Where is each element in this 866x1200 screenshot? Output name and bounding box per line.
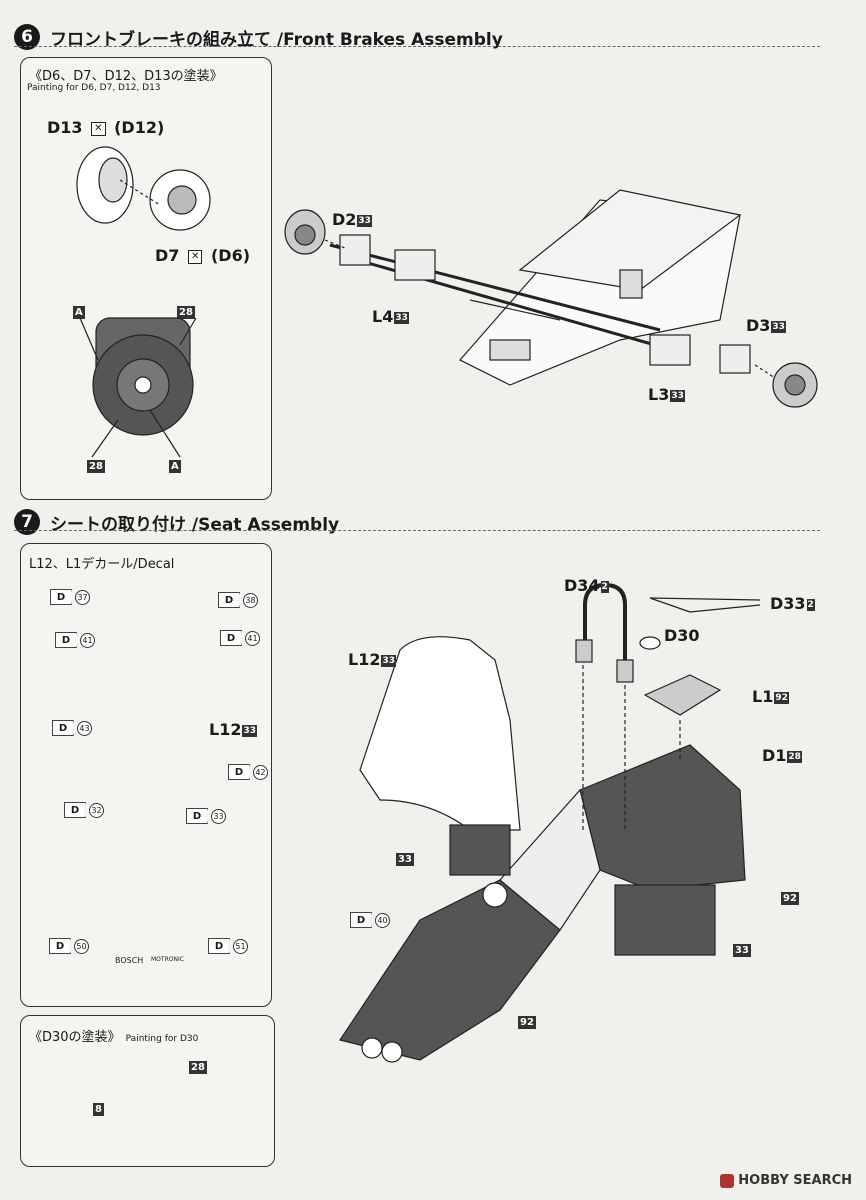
section-6-title: フロントブレーキの組み立て /Front Brakes Assembly	[50, 29, 503, 50]
chassis-frame-drawing	[329, 189, 742, 386]
callout-92-right: 92	[781, 892, 799, 905]
painted-disc-drawing	[79, 317, 197, 458]
callout-92-bottom: 92	[518, 1016, 536, 1029]
d30-small-drawing	[639, 636, 661, 650]
section-7-divider	[14, 530, 820, 531]
callout-a-bottom: A	[169, 460, 181, 473]
hobby-search-logo-icon	[720, 1173, 735, 1188]
d30-bottom-color: 8	[93, 1103, 104, 1116]
callout-28-top: 28	[177, 306, 195, 319]
section-7-header: 7 シートの取り付け /Seat Assembly	[14, 509, 339, 535]
callout-a-top: A	[73, 306, 85, 319]
d30-painting-panel: 《D30の塗装》 Painting for D30 28 8	[20, 1015, 275, 1167]
watermark: HOBBY SEARCH	[720, 1173, 852, 1188]
label-d30: D30	[664, 626, 700, 645]
right-hub-drawing	[649, 334, 818, 408]
section-7-title: シートの取り付け /Seat Assembly	[50, 514, 340, 535]
left-hub-drawing	[284, 209, 436, 281]
brake-painting-panel: 《D6、D7、D12、D13の塗装》 Painting for D6, D7, …	[20, 57, 272, 500]
brake-disc-exploded-drawing	[76, 146, 211, 231]
swap-icon: ✕	[91, 121, 106, 136]
ecu-brand2: MOTRONIC	[151, 956, 184, 963]
tub-drawing	[339, 744, 746, 1063]
ecu-main-drawing	[643, 674, 722, 760]
ecu-brand: BOSCH	[115, 956, 144, 965]
section-6-header: 6 フロントブレーキの組み立て /Front Brakes Assembly	[14, 24, 503, 50]
section-6-divider	[14, 46, 820, 47]
section-6-number: 6	[14, 24, 40, 50]
brake-painting-title: 《D6、D7、D12、D13の塗装》	[29, 69, 223, 84]
decal-panel-title: L12、L1デカール/Decal	[29, 557, 175, 572]
label-d13: D13 ✕ (D12)	[47, 118, 165, 137]
brake-painting-subtitle: Painting for D6, D7, D12, D13	[27, 83, 161, 93]
label-d7: D7 ✕ (D6)	[155, 246, 251, 265]
d30-top-color: 28	[189, 1061, 207, 1074]
callout-33-left: 33	[396, 853, 414, 866]
swap-icon: ✕	[188, 249, 203, 264]
callout-33-right: 33	[733, 944, 751, 957]
seat-drawing	[359, 636, 521, 831]
d30-painting-heading: 《D30の塗装》 Painting for D30	[29, 1030, 199, 1045]
callout-28-bottom: 28	[87, 460, 105, 473]
section-7-number: 7	[14, 509, 40, 535]
